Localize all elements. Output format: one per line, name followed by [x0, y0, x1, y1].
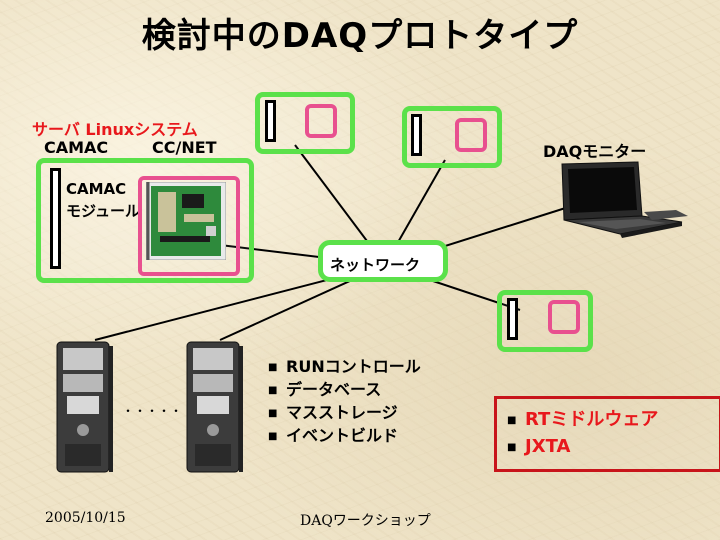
middleware-item: ■RTミドルウェア	[507, 409, 659, 430]
function-item: ■RUNコントロール	[268, 357, 421, 376]
camac-label: CAMAC	[44, 138, 109, 157]
middleware-box: ■RTミドルウェア ■JXTA	[494, 396, 720, 472]
network-label: ネットワーク	[330, 256, 421, 274]
function-item: ■データベース	[268, 380, 382, 399]
ccnet-board-frame	[138, 176, 240, 276]
pc-tower-icon-1	[56, 341, 113, 473]
node-top-left-box	[305, 104, 337, 138]
camac-module-label-2: モジュール	[66, 202, 140, 220]
pc-tower-icon-2	[186, 341, 243, 473]
function-list: ■RUNコントロール ■データベース ■マスストレージ ■イベントビルド	[268, 356, 421, 448]
footer-event: DAQワークショップ	[300, 513, 431, 529]
function-item: ■マスストレージ	[268, 403, 398, 422]
function-item: ■イベントビルド	[268, 426, 399, 445]
node-right-bar	[507, 298, 518, 340]
footer-date: 2005/10/15	[45, 510, 126, 526]
ccnet-board-image	[146, 182, 226, 260]
laptop-icon	[561, 161, 688, 238]
daq-monitor-label: DAQモニター	[543, 142, 647, 161]
node-top-mid-box	[455, 118, 487, 152]
server-crate-bar	[50, 168, 61, 269]
ccnet-label: CC/NET	[152, 138, 217, 157]
node-right-box	[548, 300, 580, 334]
server-heading: サーバ Linuxシステム	[32, 120, 198, 139]
ellipsis: ・・・・・	[122, 404, 183, 418]
page-title: 検討中のDAQプロトタイプ	[141, 16, 579, 56]
middleware-item: ■JXTA	[507, 436, 571, 457]
node-top-left-bar	[265, 100, 276, 142]
camac-module-label-1: CAMAC	[66, 180, 127, 198]
node-top-mid-bar	[411, 114, 422, 156]
network-hub	[318, 240, 448, 282]
